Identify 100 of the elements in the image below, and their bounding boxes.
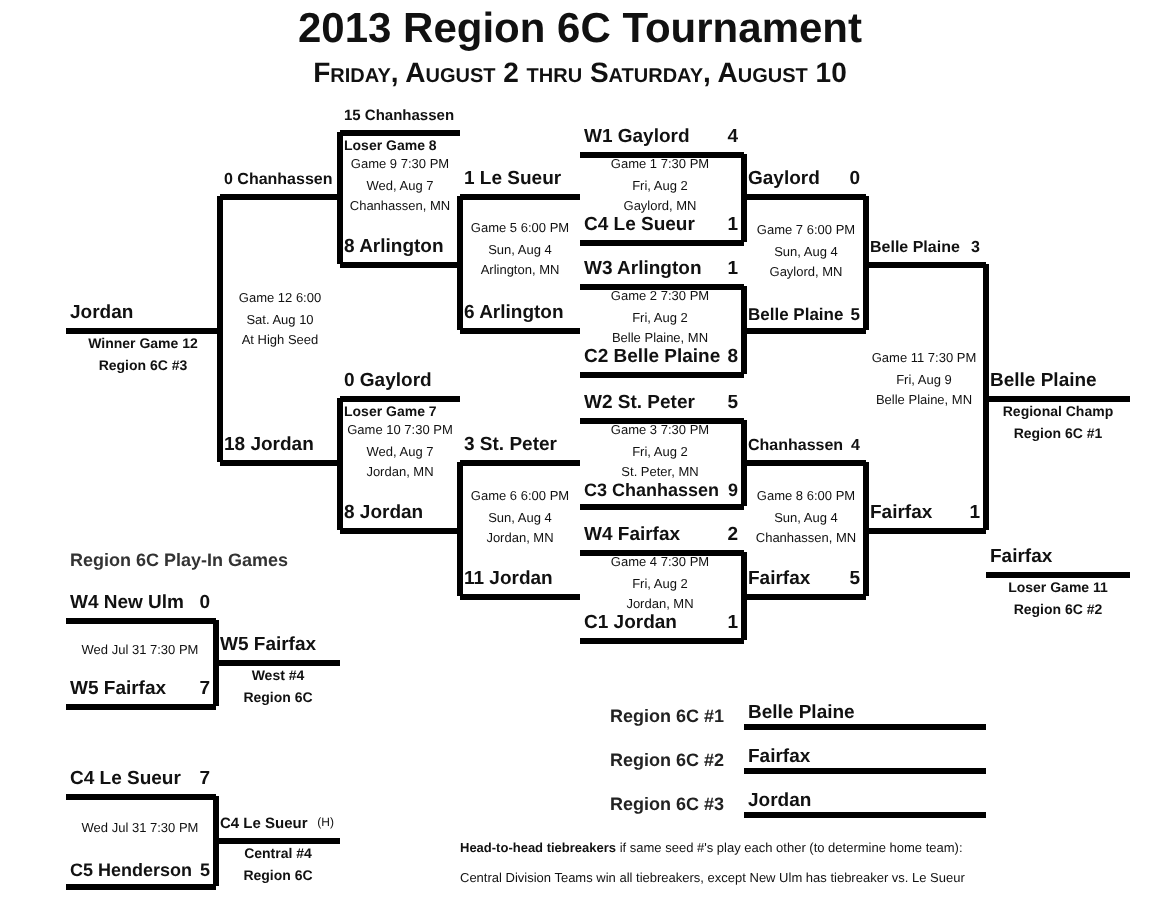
team-name: W4 Fairfax bbox=[584, 523, 681, 547]
bracket-slot bbox=[216, 637, 340, 665]
bracket-slot bbox=[580, 481, 744, 509]
bracket-slot bbox=[66, 771, 216, 799]
bracket-slot bbox=[220, 437, 340, 465]
bracket-line bbox=[337, 132, 343, 196]
bracket-line bbox=[983, 264, 989, 398]
bracket-slot bbox=[580, 527, 744, 555]
team-name: 18 Jordan bbox=[224, 433, 314, 457]
bracket-slot bbox=[866, 239, 986, 267]
bracket-slot bbox=[580, 615, 744, 643]
bracket-line bbox=[213, 620, 219, 662]
bracket-line bbox=[741, 462, 747, 506]
team-name: 8 Arlington bbox=[344, 235, 444, 259]
subtitle: Friday, August 2 thru Saturday, August 10 bbox=[311, 56, 849, 88]
score: 5 bbox=[727, 391, 738, 415]
team-name: 8 Jordan bbox=[344, 501, 424, 525]
team-name: C1 Jordan bbox=[584, 611, 677, 635]
bracket-line bbox=[741, 420, 747, 462]
team-name: 6 Arlington bbox=[464, 301, 564, 325]
bracket-line bbox=[741, 596, 747, 640]
bracket-slot bbox=[744, 171, 866, 199]
score: 1 bbox=[727, 257, 738, 281]
team-name: W1 Gaylord bbox=[584, 125, 690, 149]
bracket-line bbox=[741, 552, 747, 596]
result-entry: Jordan bbox=[744, 792, 986, 818]
team-name: Jordan bbox=[70, 301, 134, 325]
team-name: 0 Chanhassen bbox=[224, 167, 333, 191]
bracket-line bbox=[741, 286, 747, 330]
bracket-line bbox=[863, 196, 869, 264]
team-name: W5 Fairfax bbox=[220, 633, 317, 657]
bracket-line bbox=[457, 530, 463, 596]
bracket-line bbox=[337, 196, 343, 264]
bracket-slot bbox=[460, 437, 580, 465]
team-name: Belle Plaine bbox=[748, 301, 844, 325]
bracket-slot bbox=[340, 373, 460, 401]
bracket-slot bbox=[220, 171, 340, 199]
team-name: C4 Le Sueur bbox=[70, 767, 181, 791]
bracket-line bbox=[457, 264, 463, 330]
bracket-line bbox=[217, 330, 223, 462]
bracket-slot bbox=[66, 681, 216, 709]
bracket-slot bbox=[986, 549, 1130, 577]
bracket-slot bbox=[66, 595, 216, 623]
bracket-line bbox=[213, 840, 219, 886]
score: 3 bbox=[971, 235, 980, 259]
bracket-line bbox=[213, 796, 219, 840]
team-name: 11 Jordan bbox=[464, 567, 553, 591]
bracket-slot bbox=[986, 373, 1130, 401]
score: 1 bbox=[727, 611, 738, 635]
bracket-line bbox=[863, 264, 869, 330]
team-name: W5 Fairfax bbox=[70, 677, 167, 701]
score: 5 bbox=[850, 301, 860, 325]
result-entry: Belle Plaine bbox=[744, 704, 986, 730]
score: 5 bbox=[199, 857, 210, 881]
bracket-line bbox=[863, 530, 869, 596]
bracket-slot bbox=[340, 239, 460, 267]
bracket-line bbox=[741, 196, 747, 242]
score: 1 bbox=[969, 501, 980, 525]
team-name: Chanhassen bbox=[748, 433, 844, 457]
bracket-slot bbox=[340, 505, 460, 533]
bracket-slot bbox=[580, 261, 744, 289]
seed-label: Region 6C #2 bbox=[610, 750, 725, 770]
score: 4 bbox=[851, 433, 860, 457]
bracket-slot bbox=[744, 305, 866, 333]
seed-label: Region 6C #3 bbox=[610, 794, 725, 814]
bracket-slot bbox=[744, 437, 866, 465]
bracket-line bbox=[217, 196, 223, 330]
bracket-line bbox=[863, 462, 869, 530]
result-entry: Fairfax bbox=[744, 748, 986, 774]
score: 0 bbox=[199, 591, 210, 615]
score: 5 bbox=[849, 567, 860, 591]
score: 7 bbox=[199, 767, 210, 791]
score: 2 bbox=[727, 523, 738, 547]
team-name: 3 St. Peter bbox=[464, 433, 557, 457]
team-name: C5 Henderson bbox=[70, 857, 193, 881]
team-name: W4 New Ulm bbox=[70, 591, 185, 615]
team-name: W2 St. Peter bbox=[584, 391, 695, 415]
bracket-slot bbox=[460, 171, 580, 199]
team-name: Fairfax bbox=[870, 501, 933, 525]
bracket-slot bbox=[460, 305, 580, 333]
bracket-slot bbox=[580, 349, 744, 377]
score: 4 bbox=[727, 125, 738, 149]
seed-label: Region 6C #1 bbox=[610, 706, 725, 726]
bracket-slot bbox=[340, 107, 460, 135]
section-heading: Region 6C Play-In Games bbox=[70, 550, 289, 570]
bracket-line bbox=[741, 330, 747, 374]
team-name: C2 Belle Plaine bbox=[584, 345, 721, 369]
team-name: 1 Le Sueur bbox=[464, 167, 562, 191]
bracket-line bbox=[983, 398, 989, 530]
score: 9 bbox=[727, 477, 738, 501]
team-name: Fairfax bbox=[748, 567, 811, 591]
team-name: C4 Le Sueur bbox=[584, 213, 695, 237]
bracket-line bbox=[457, 196, 463, 264]
bracket-line bbox=[213, 662, 219, 706]
bracket-slot bbox=[580, 217, 744, 245]
bracket-line bbox=[337, 462, 343, 530]
bracket-line bbox=[741, 154, 747, 196]
score: 8 bbox=[727, 345, 738, 369]
bracket-slot bbox=[580, 129, 744, 157]
team-name: W3 Arlington bbox=[584, 257, 702, 281]
